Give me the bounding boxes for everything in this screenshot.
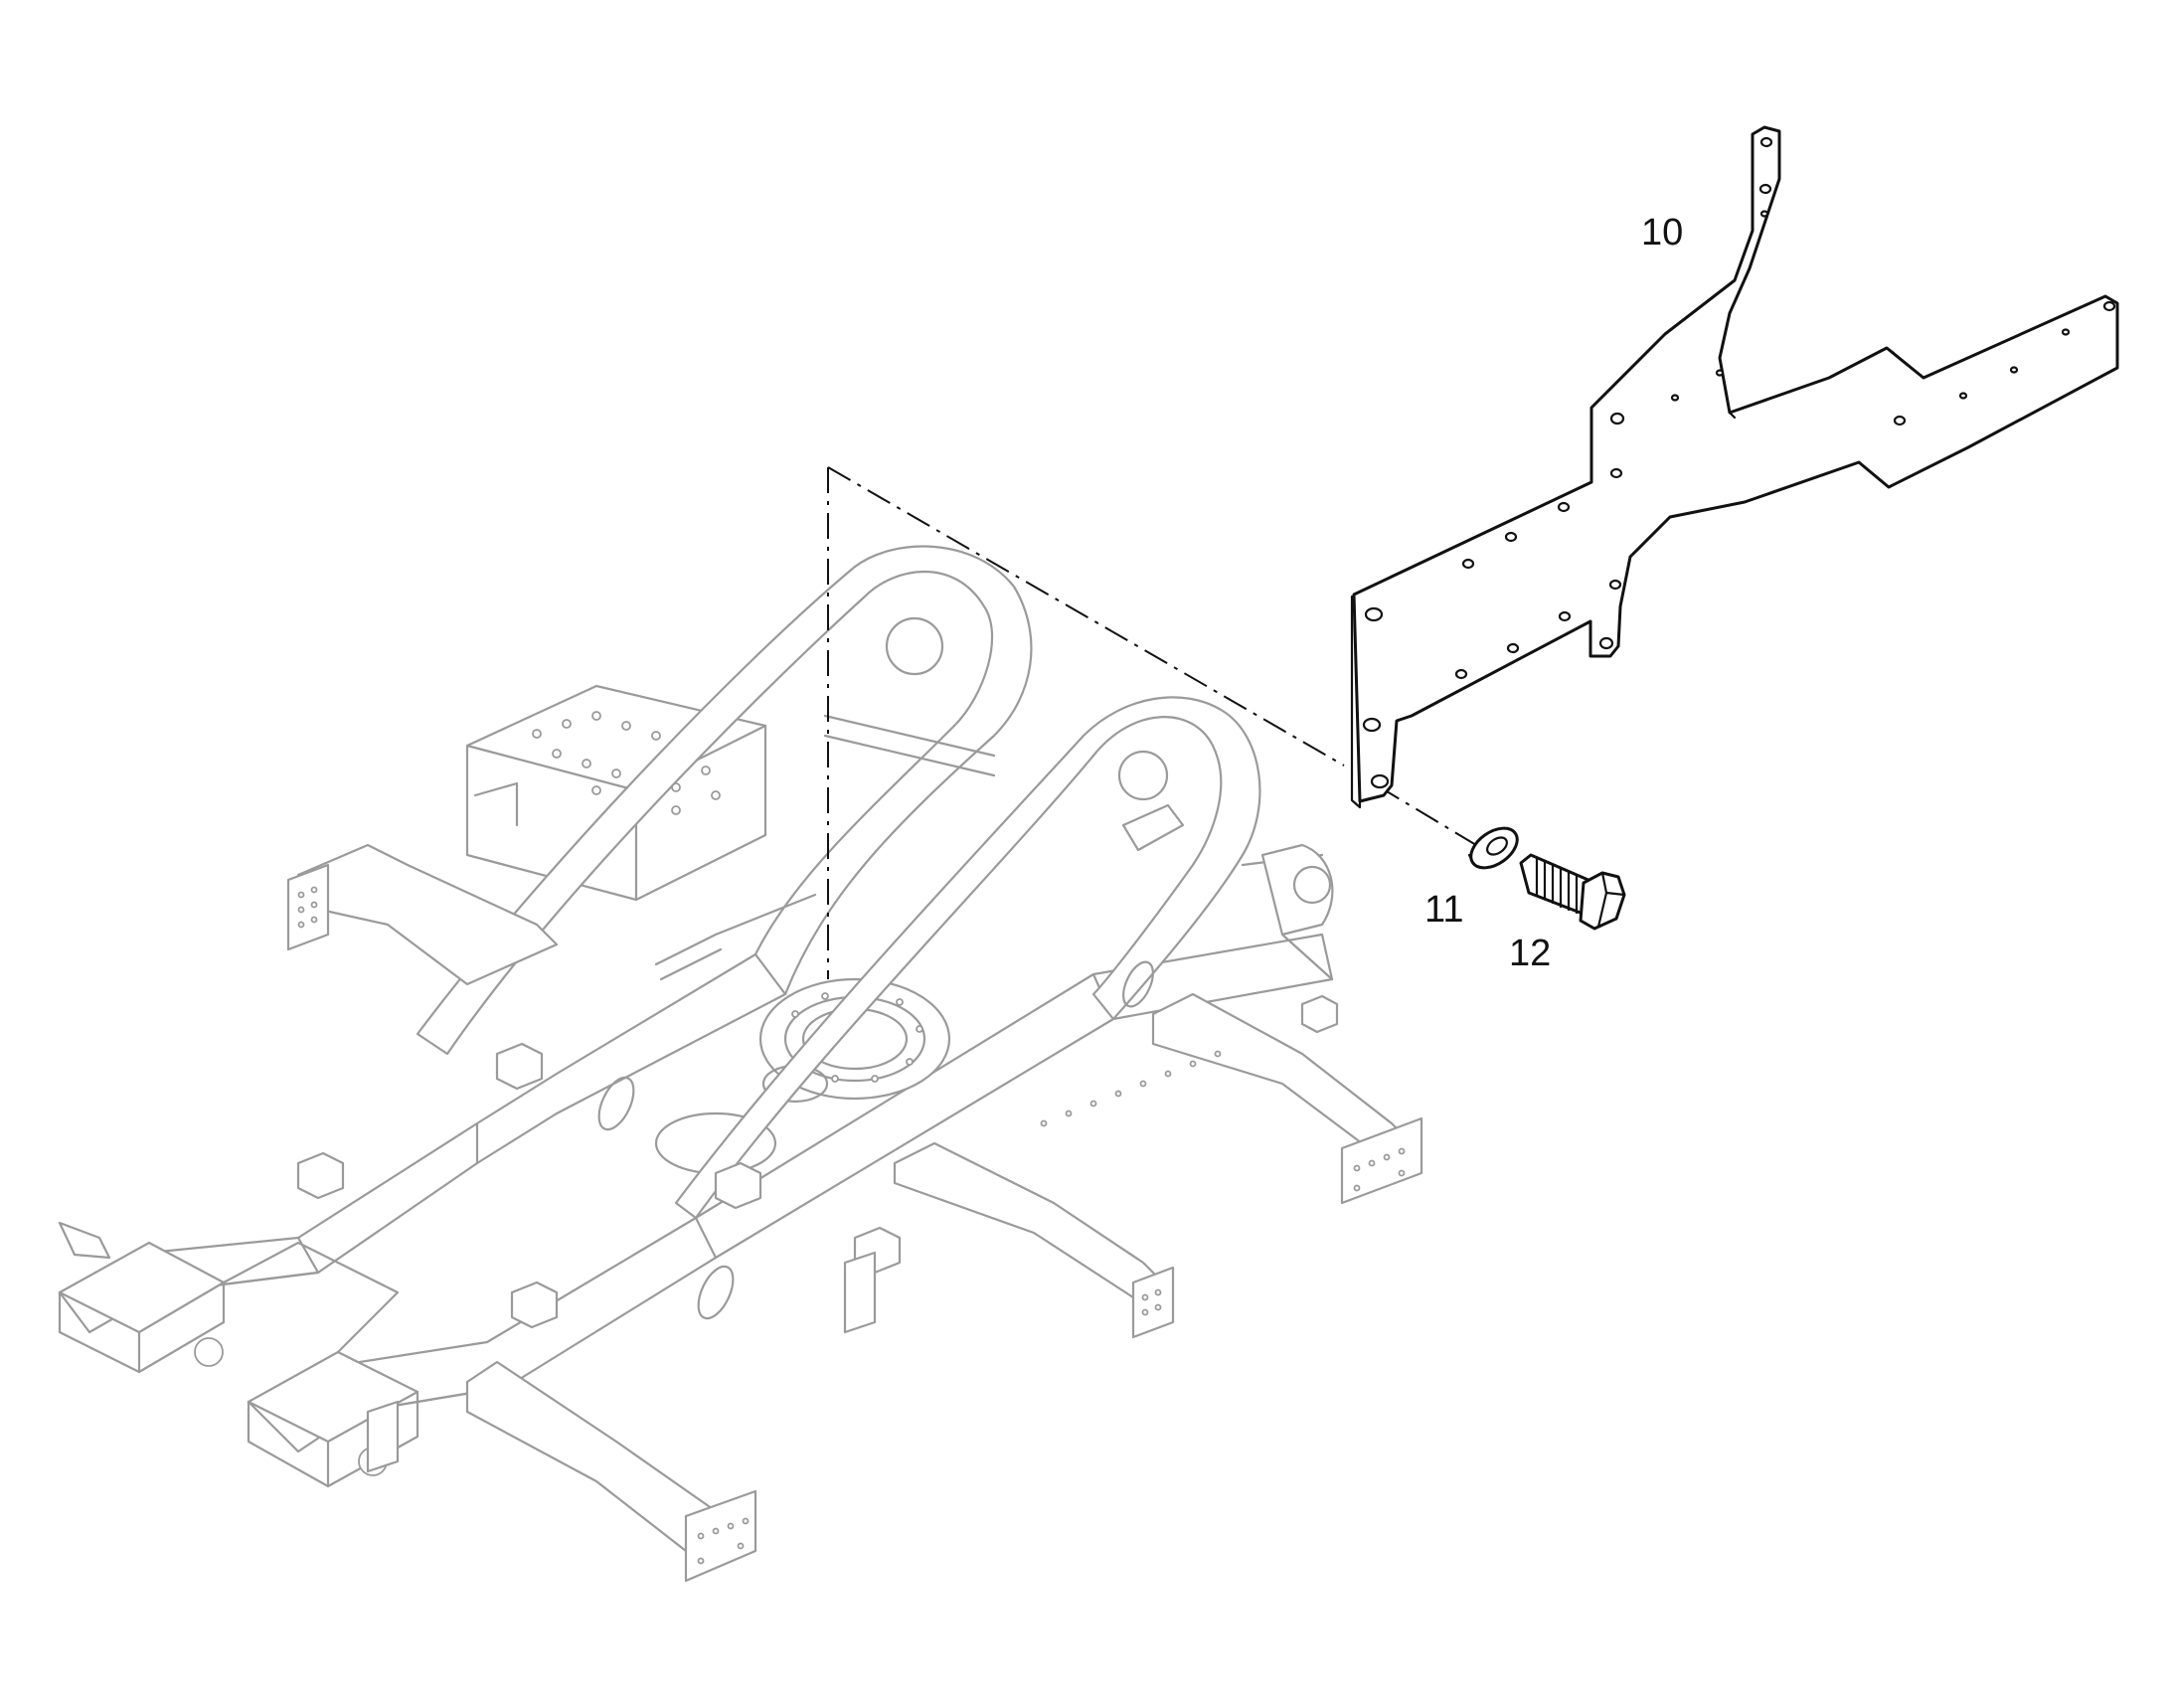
hex-bolt-part-12 <box>1519 853 1626 931</box>
undercarriage-frame <box>58 545 1423 1583</box>
mounting-blocks <box>296 994 1339 1329</box>
side-rail-holes <box>1040 1050 1222 1127</box>
callout-11: 11 <box>1424 889 1464 931</box>
bumper-right <box>366 1400 400 1473</box>
callout-10: 10 <box>1641 212 1684 254</box>
left-arch <box>416 545 1033 1056</box>
outrigger-right-front <box>893 1141 1175 1339</box>
cross-tube <box>654 893 817 966</box>
plate-holes <box>1362 136 2116 789</box>
outrigger-left-front <box>465 1360 757 1583</box>
rear-oval-opening <box>1122 960 1154 1008</box>
callout-12: 12 <box>1509 933 1552 974</box>
right-oval-opening <box>697 1265 735 1320</box>
outrigger-left-rear <box>286 843 559 986</box>
pivot-bosses <box>1260 843 1334 981</box>
mounting-plate-part-10 <box>1350 125 2119 809</box>
front-crossmember <box>222 1241 400 1354</box>
bumper-left <box>843 1251 877 1334</box>
washer-part-11 <box>1467 826 1519 870</box>
left-oval-opening <box>597 1076 635 1131</box>
outrigger-right-rear <box>1151 992 1423 1205</box>
alignment-line <box>827 466 1477 979</box>
front-right-pad <box>247 1350 419 1488</box>
front-left-pad <box>58 1221 226 1374</box>
